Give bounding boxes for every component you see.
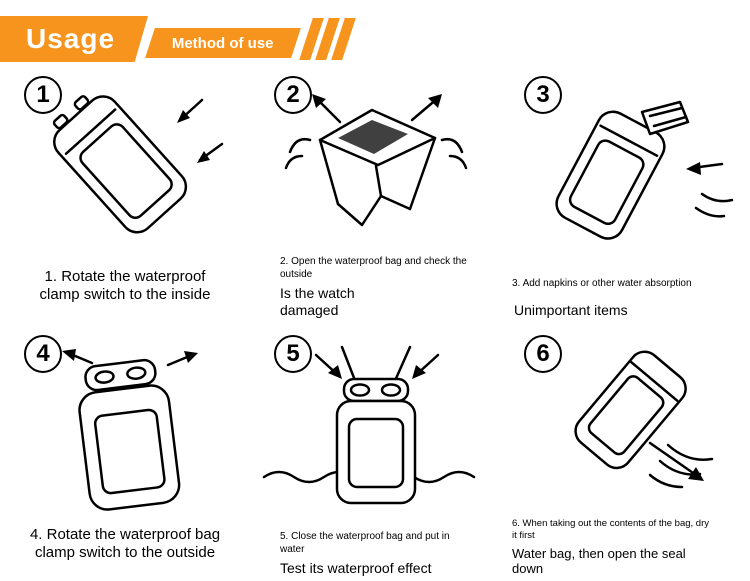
arrow-icon: [648, 441, 704, 481]
napkin: [640, 100, 690, 136]
step-3-panel: 3 3. Add napkins or other water absorpti…: [500, 64, 750, 323]
step-4-panel: 4 4. Rotate the waterproof bag clamp swi…: [0, 323, 250, 581]
arrow-icon: [177, 98, 224, 163]
step-2-subcaption: Is the watch damaged: [280, 285, 355, 319]
page-title: Usage: [26, 23, 116, 54]
arrow-icon: [312, 94, 442, 124]
subtitle-ribbon: Method of use: [145, 28, 301, 58]
step-6-panel: 6 6. When taking out the contents of the…: [500, 323, 750, 581]
page-header: Usage Method of use: [0, 0, 750, 64]
step-1-caption: 1. Rotate the waterproof clamp switch to…: [39, 267, 211, 304]
step-6-caption: 6. When taking out the contents of the b…: [512, 518, 709, 541]
step-5-caption: 5. Close the waterproof bag and put in w…: [280, 531, 450, 555]
steps-grid: 1 1. Rotate the waterproof clamp switch …: [0, 64, 750, 581]
step-2-number-badge: 2: [274, 76, 312, 114]
step-2-illustration: [284, 94, 468, 227]
page-subtitle: Method of use: [172, 34, 274, 52]
step-5-number-badge: 5: [274, 335, 312, 373]
step-4-number-badge: 4: [24, 335, 62, 373]
usage-banner: Usage: [0, 16, 148, 62]
step-3-number-badge: 3: [524, 76, 562, 114]
step-3-illustration: [555, 100, 734, 240]
step-6-number-badge: 6: [524, 335, 562, 373]
step-1-illustration: [52, 95, 224, 234]
arrow-icon: [686, 162, 724, 175]
step-6-subcaption: Water bag, then open the seal down: [512, 545, 686, 577]
step-4-illustration: [62, 349, 198, 511]
step-4-caption: 4. Rotate the waterproof bag clamp switc…: [29, 525, 221, 562]
step-5-subcaption: Test its waterproof effect: [280, 560, 432, 577]
step-5-panel: 5 5. Close the waterproof bag and put in…: [250, 323, 500, 581]
step-1-panel: 1 1. Rotate the waterproof clamp switch …: [0, 64, 250, 323]
step-1-number-badge: 1: [24, 76, 62, 114]
step-5-illustration: [262, 345, 476, 505]
step-3-subcaption: Unimportant items: [514, 302, 628, 319]
arrow-icon: [62, 349, 198, 367]
step-6-illustration: [574, 350, 714, 489]
step-2-panel: 2 2. Open the waterproof bag and check t…: [250, 64, 500, 323]
arrow-icon: [314, 353, 440, 379]
step-3-caption: 3. Add napkins or other water absorption: [512, 277, 692, 289]
step-2-caption: 2. Open the waterproof bag and check the…: [280, 256, 467, 280]
